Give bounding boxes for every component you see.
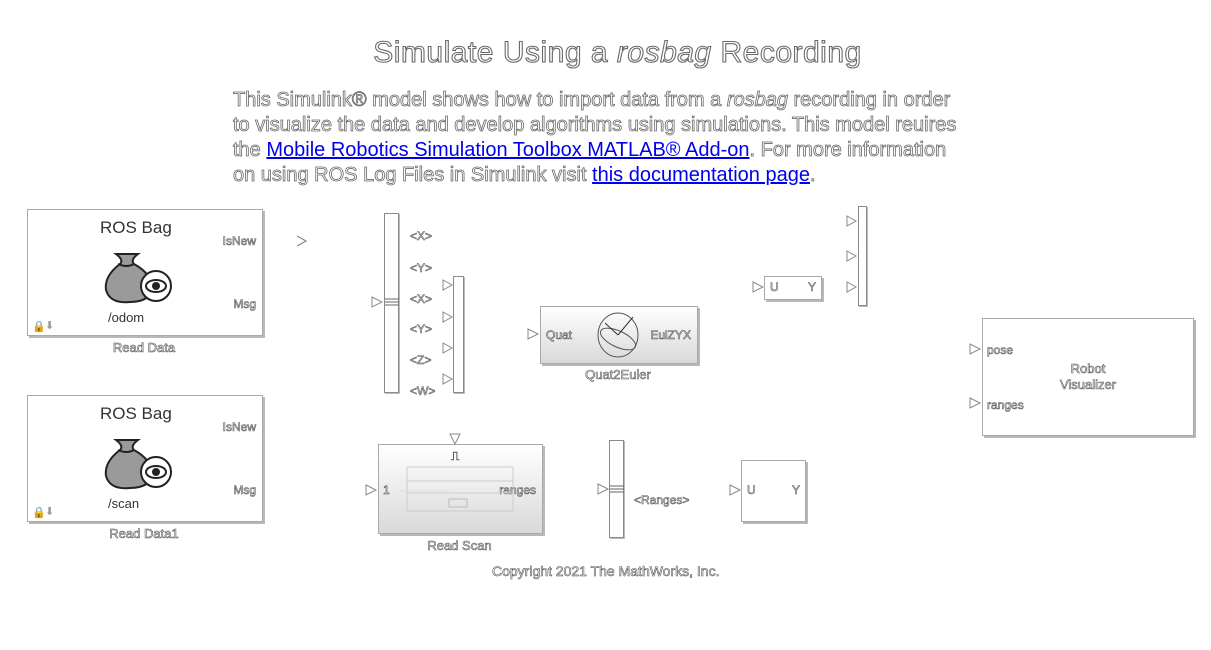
bus-creator-quat[interactable] [453,276,464,393]
desc-line4b: . [809,164,816,187]
lock-icon: 🔒 [32,321,46,333]
uy-block-top[interactable]: U Y [764,276,822,300]
uy-bottom-inport-icon [729,484,742,496]
topic-label: /scan [108,496,140,511]
bus-selector-scan-inport [597,483,624,495]
uy-bottom-in: U [747,483,756,498]
down-arrow-icon: ⬇ [45,506,55,518]
chevron-right-icon [296,235,308,247]
uy-top-in: U [770,280,779,295]
documentation-link[interactable]: this documentation page [592,164,810,186]
down-arrow-icon: ⬇ [45,320,55,332]
selector-out-2: <X> [410,292,433,307]
bus-selector-odom[interactable] [384,213,399,393]
read-scan-out: ranges [499,483,536,498]
read-data1-label: Read Data1 [109,526,179,542]
desc-line3a: the [233,139,267,162]
desc-line1-italic: rosbag [726,89,788,112]
bus-selector-inport-icon [371,296,399,308]
ros-bag-header: ROS Bag [100,218,172,237]
lock-icon: 🔒 [32,507,46,519]
uy-bottom-out: Y [791,483,801,498]
title-italic: rosbag [616,35,712,69]
robot-visualizer-title: Robot Visualizer [1033,361,1143,393]
uy-block-bottom[interactable]: U Y [741,460,806,522]
read-scan-trigger-icon [449,433,461,446]
selector-out-3: <Y> [410,322,433,337]
read-scan-inport-icon [365,484,378,496]
quat2euler-label: Quat2Euler [585,367,651,383]
copyright-notice: Copyright 2021 The MathWorks, Inc. [492,563,720,580]
read-scan-in: 1 [383,483,390,498]
subsystem-diagram-icon [399,466,514,512]
model-description: This Simulink® model shows how to import… [233,88,1033,188]
ros-bag-icon [104,439,172,490]
ranges-selector-out: <Ranges> [634,493,690,508]
ros-bag-header: ROS Bag [100,404,172,423]
title-suffix: Recording [720,35,862,69]
eulzyx-output-label: EulZYX [650,328,691,343]
topic-label: /odom [108,310,145,325]
selector-out-0: <X> [410,229,433,244]
ranges-input-label: ranges [987,398,1024,413]
read-scan-label: Read Scan [427,538,492,554]
port-isnew: IsNew [222,234,256,249]
port-msg: Msg [233,297,256,312]
selector-out-5: <W> [410,384,436,399]
mux-input-ports [442,279,454,385]
pose-input-label: pose [987,343,1014,358]
uy-top-out: Y [807,280,817,295]
desc-line2: to visualize the data and develop algori… [233,114,957,137]
title-prefix: Simulate Using a [373,35,609,69]
read-data-block[interactable]: ROS Bag /odom IsNew Msg 🔒 ⬇ [27,209,263,336]
desc-line3b: . For more information [749,139,947,162]
page-title: Simulate Using a rosbag Recording [0,35,1211,70]
desc-line1a: This Simulink® model shows how to import… [233,89,727,112]
bus-creator-pose-inports [846,215,858,293]
desc-line4a: on using ROS Log Files in Simulink visit [233,164,593,187]
robot-visualizer-block[interactable]: pose ranges Robot Visualizer [982,318,1194,436]
quat-input-label: Quat [546,328,573,343]
trigger-symbol: ⎍ [451,449,460,464]
quat2euler-block[interactable]: Quat EulZYX [540,306,698,364]
toolbox-addon-link[interactable]: Mobile Robotics Simulation Toolbox MATLA… [266,139,750,161]
read-data-label: Read Data [112,340,176,356]
robot-vis-line1: Robot [1070,361,1106,377]
desc-line1b: recording in order [787,89,951,112]
selector-out-4: <Z> [410,353,432,368]
robot-vis-inports [969,343,982,409]
read-data1-block[interactable]: ROS Bag /scan IsNew Msg 🔒 ⬇ [27,395,263,522]
uy-top-inport-icon [752,281,765,293]
port-isnew: IsNew [222,420,256,435]
selector-out-1: <Y> [410,261,433,276]
rotation-icon [597,312,639,358]
robot-vis-line2: Visualizer [1059,377,1117,393]
read-scan-block[interactable]: 1 ranges ⎍ [378,444,543,534]
bus-creator-pose[interactable] [858,206,867,306]
ros-bag-icon [104,253,172,304]
quat2euler-inport-icon [527,328,540,340]
port-msg: Msg [233,483,256,498]
